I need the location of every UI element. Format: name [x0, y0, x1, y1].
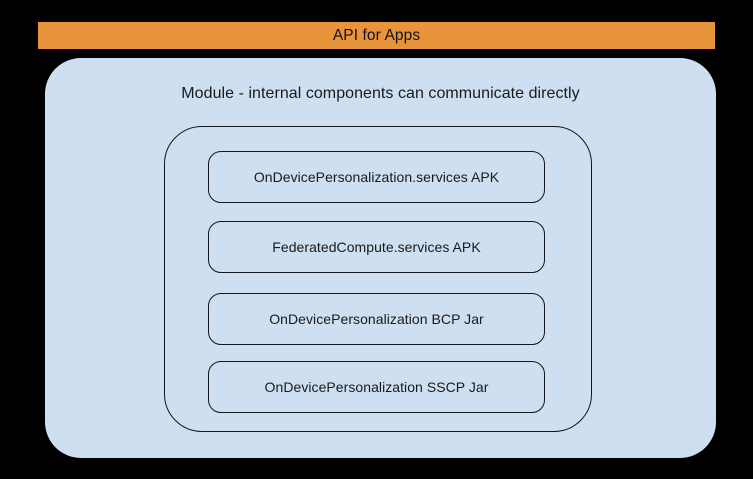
api-for-apps-bar: API for Apps — [38, 22, 715, 49]
component-label: FederatedCompute.services APK — [272, 239, 481, 255]
component-box-ondevicepersonalization-sscp-jar: OnDevicePersonalization SSCP Jar — [208, 361, 545, 413]
component-box-federatedcompute-services-apk: FederatedCompute.services APK — [208, 221, 545, 273]
module-caption: Module - internal components can communi… — [181, 85, 580, 102]
component-label: OnDevicePersonalization SSCP Jar — [264, 379, 489, 395]
component-label: OnDevicePersonalization BCP Jar — [269, 311, 484, 327]
component-box-ondevicepersonalization-services-apk: OnDevicePersonalization.services APK — [208, 151, 545, 203]
component-box-ondevicepersonalization-bcp-jar: OnDevicePersonalization BCP Jar — [208, 293, 545, 345]
component-label: OnDevicePersonalization.services APK — [253, 169, 500, 185]
api-for-apps-label: API for Apps — [332, 26, 421, 44]
internal-components-group — [164, 126, 592, 432]
module-container: Module - internal components can communi… — [45, 58, 716, 458]
